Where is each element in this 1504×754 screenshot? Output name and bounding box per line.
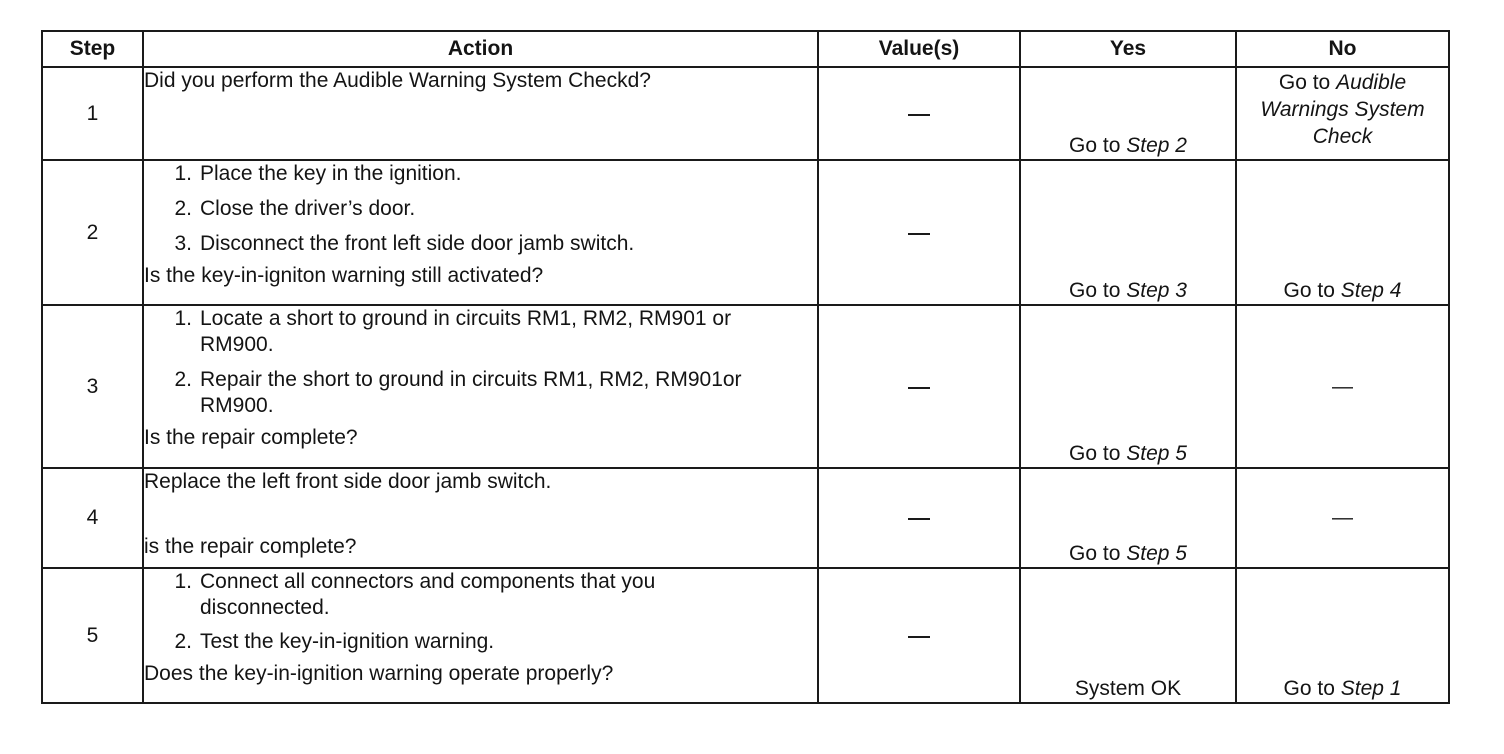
dash-mark (908, 232, 930, 235)
item-number: 1. (174, 162, 192, 185)
no-ref: Step 1 (1340, 677, 1402, 700)
yes-cell: System OK (1019, 567, 1237, 704)
item-text: Repair the short to ground in circuits R… (200, 368, 742, 417)
table-row: 5 1. Connect all connectors and component… (41, 567, 1450, 704)
list-item: 3. Disconnect the front left side door ja… (144, 231, 817, 257)
item-number: 2. (174, 197, 192, 220)
item-text: Test the key-in-ignition warning. (200, 630, 495, 653)
item-text: Close the driver’s door. (200, 197, 416, 220)
list-item: 2. Test the key-in-ignition warning. (144, 629, 817, 655)
list-item: 2. Close the driver’s door. (144, 196, 817, 222)
step-number: 2 (41, 159, 144, 306)
list-item: 1. Connect all connectors and components … (144, 569, 817, 621)
yes-cell: Go to Step 5 (1019, 467, 1237, 569)
action-steps: 1. Connect all connectors and components … (144, 569, 817, 661)
yes-prefix: Go to (1069, 542, 1127, 565)
list-item: 1. Locate a short to ground in circuits R… (144, 306, 817, 358)
table-row: 3 1. Locate a short to ground in circuits… (41, 304, 1450, 469)
action-cell: Did you perform the Audible Warning Syst… (142, 66, 819, 161)
no-cell: Go to Audible Warnings System Check (1235, 66, 1450, 161)
item-number: 2. (174, 630, 192, 653)
no-dash: — (1332, 374, 1353, 398)
yes-cell: Go to Step 3 (1019, 159, 1237, 306)
action-cell: 1. Place the key in the ignition. 2. Close… (142, 159, 819, 306)
yes-ref: Step 2 (1126, 134, 1187, 157)
value-cell: — (817, 467, 1021, 569)
item-number: 1. (174, 307, 192, 330)
action-question: Is the repair complete? (144, 426, 358, 449)
value-cell: — (817, 304, 1021, 469)
header-yes: Yes (1019, 30, 1237, 68)
yes-text: System OK (1074, 677, 1182, 700)
action-question: is the repair complete? (144, 535, 357, 558)
dash-mark (908, 386, 930, 389)
value-cell: — (817, 66, 1021, 161)
item-text: Connect all connectors and components th… (200, 570, 656, 619)
diagnostic-table: Step Action Value(s) Yes No 1 Did you pe… (41, 30, 1450, 704)
yes-ref: Step 5 (1126, 442, 1187, 465)
value-cell: — (817, 159, 1021, 306)
no-prefix: Go to (1283, 279, 1341, 302)
list-item: 1. Place the key in the ignition. (144, 161, 817, 187)
item-text: Disconnect the front left side door jamb… (200, 232, 635, 255)
dash-mark (908, 635, 930, 638)
table-row: 1 Did you perform the Audible Warning Sy… (41, 66, 1450, 161)
action-cell: 1. Connect all connectors and components … (142, 567, 819, 704)
step-number: 5 (41, 567, 144, 704)
no-prefix: Go to (1283, 677, 1341, 700)
table-row: 4 Replace the left front side door jamb … (41, 467, 1450, 569)
item-text: Place the key in the ignition. (200, 162, 462, 185)
dash-mark (908, 518, 930, 520)
no-cell: — (1235, 467, 1450, 569)
table-row: 2 1. Place the key in the ignition. 2. Clo… (41, 159, 1450, 306)
step-number: 3 (41, 304, 144, 469)
action-steps: 1. Locate a short to ground in circuits R… (144, 306, 817, 425)
no-cell: — (1235, 304, 1450, 469)
no-cell: Go to Step 4 (1235, 159, 1450, 306)
dash-mark (908, 113, 930, 116)
list-item: 2. Repair the short to ground in circuits… (144, 367, 817, 419)
yes-cell: Go to Step 5 (1019, 304, 1237, 469)
yes-cell: Go to Step 2 (1019, 66, 1237, 161)
header-values: Value(s) (817, 30, 1021, 68)
value-cell: — (817, 567, 1021, 704)
no-prefix: Go to (1278, 71, 1337, 94)
action-cell: 1. Locate a short to ground in circuits R… (142, 304, 819, 469)
no-cell: Go to Step 1 (1235, 567, 1450, 704)
yes-prefix: Go to (1069, 279, 1127, 302)
action-question: Does the key-in-ignition warning operate… (144, 662, 614, 685)
item-text: Locate a short to ground in circuits RM1… (200, 307, 732, 356)
item-number: 1. (174, 570, 192, 593)
header-no: No (1235, 30, 1450, 68)
yes-ref: Step 5 (1126, 542, 1187, 565)
header-step: Step (41, 30, 144, 68)
item-number: 2. (174, 368, 192, 391)
action-instruction: Replace the left front side door jamb sw… (144, 470, 552, 493)
no-ref: Step 4 (1340, 279, 1402, 302)
action-cell: Replace the left front side door jamb sw… (142, 467, 819, 569)
header-row: Step Action Value(s) Yes No (41, 30, 1450, 68)
header-action: Action (142, 30, 819, 68)
step-number: 1 (41, 66, 144, 161)
action-steps: 1. Place the key in the ignition. 2. Close… (144, 161, 817, 263)
step-number: 4 (41, 467, 144, 569)
item-number: 3. (174, 232, 192, 255)
yes-prefix: Go to (1069, 134, 1127, 157)
yes-prefix: Go to (1069, 442, 1127, 465)
action-question: Is the key-in-igniton warning still acti… (144, 264, 544, 287)
yes-ref: Step 3 (1126, 279, 1187, 302)
action-question: Did you perform the Audible Warning Syst… (144, 69, 651, 92)
no-ref: Audible Warnings System Check (1260, 71, 1425, 148)
no-dash: — (1332, 506, 1353, 529)
